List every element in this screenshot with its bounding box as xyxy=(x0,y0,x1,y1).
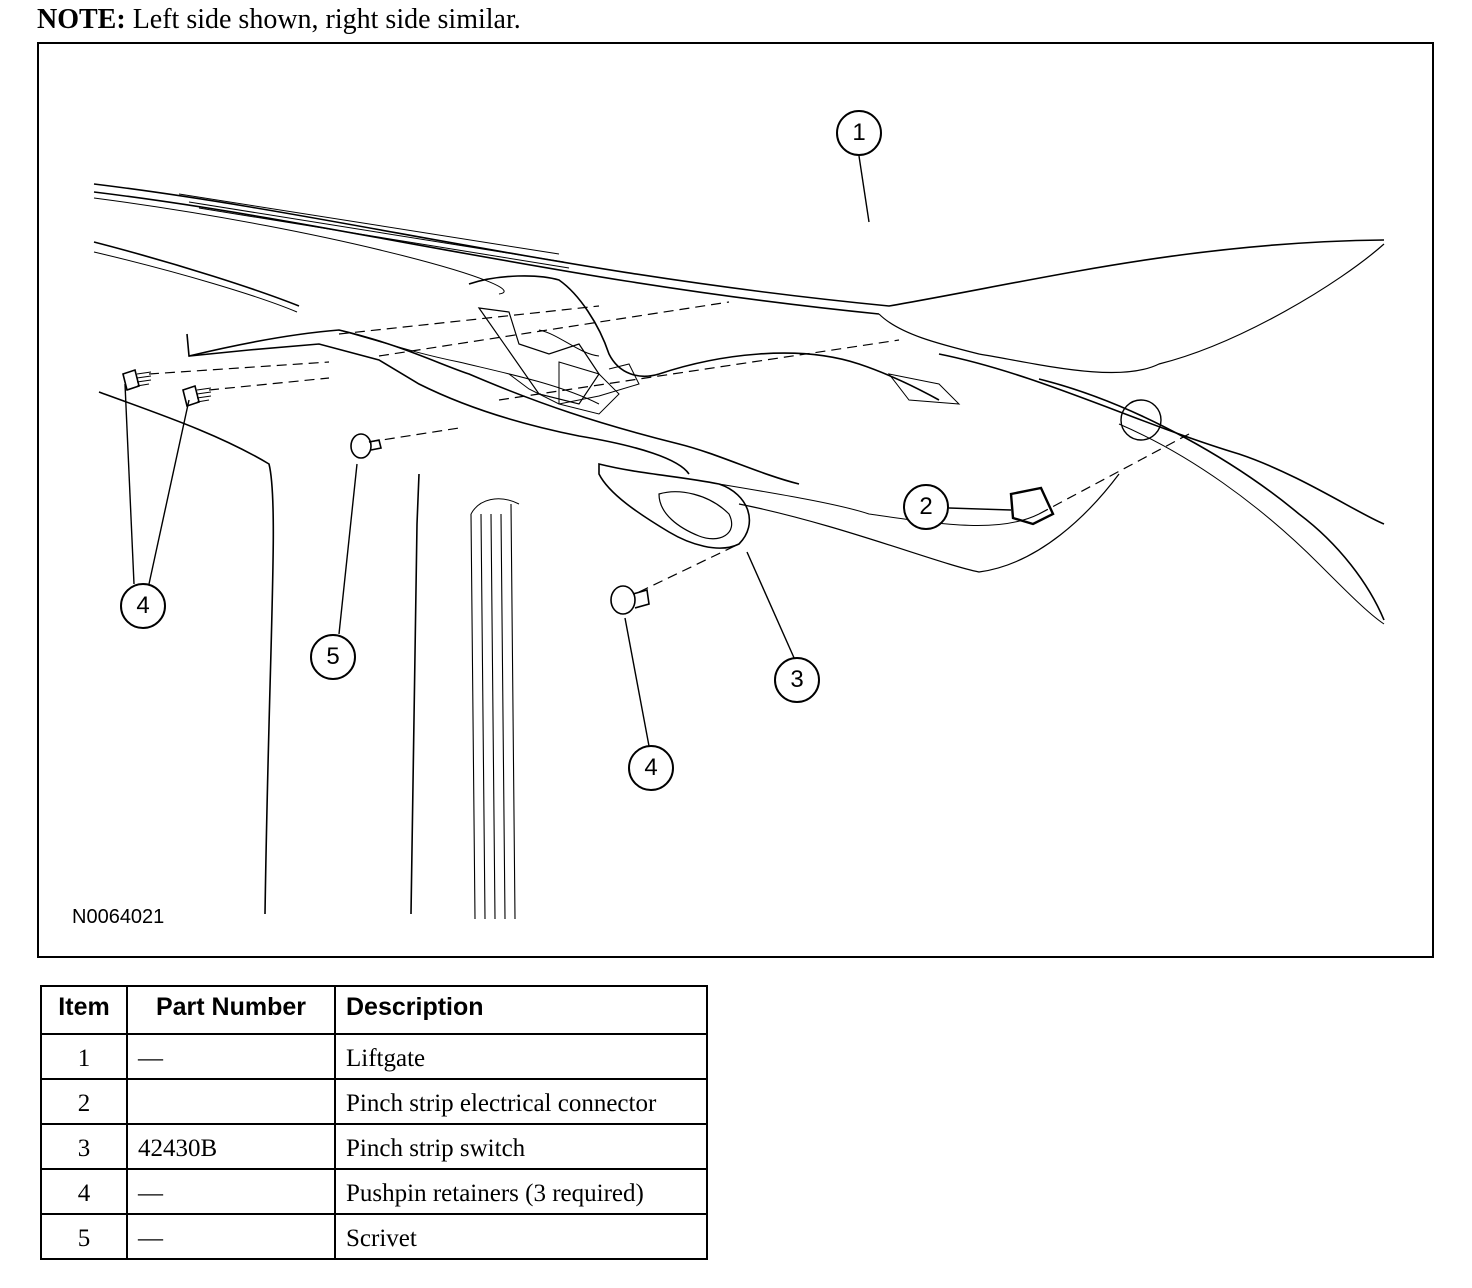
callout-4-lower: 4 xyxy=(628,745,674,791)
header-description: Description xyxy=(334,985,708,1035)
callout-5: 5 xyxy=(310,634,356,680)
cell-item: 2 xyxy=(40,1078,128,1125)
cell-part-number: 42430B xyxy=(126,1123,336,1170)
pinch-strip-switch xyxy=(598,462,751,549)
cell-description: Pinch strip electrical connector xyxy=(334,1078,708,1125)
parts-table: Item Part Number Description 1 — Liftgat… xyxy=(40,985,708,1260)
table-row: 1 — Liftgate xyxy=(40,1033,708,1080)
cell-description: Liftgate xyxy=(334,1033,708,1080)
pillar-outline xyxy=(98,391,275,915)
cell-item: 5 xyxy=(40,1213,128,1260)
table-header-row: Item Part Number Description xyxy=(40,985,708,1035)
cell-description: Pinch strip switch xyxy=(334,1123,708,1170)
note-line: NOTE: Left side shown, right side simila… xyxy=(37,4,521,36)
callout-4-left: 4 xyxy=(120,583,166,629)
connector-hole xyxy=(1120,399,1162,441)
figure-id: N0064021 xyxy=(72,906,165,928)
note-label: NOTE: xyxy=(37,4,126,35)
cell-part-number: — xyxy=(126,1168,336,1215)
callout-3: 3 xyxy=(774,657,820,703)
header-trim xyxy=(93,241,300,307)
header-part-number: Part Number xyxy=(126,985,336,1035)
cell-item: 3 xyxy=(40,1123,128,1170)
callout-1: 1 xyxy=(836,110,882,156)
pushpin-retainer-a xyxy=(122,368,152,392)
liftgate-outline xyxy=(93,183,1385,307)
exploded-diagram: 1 2 3 4 4 5 N0064021 xyxy=(37,42,1434,958)
cell-description: Scrivet xyxy=(334,1213,708,1260)
pinch-strip-connector xyxy=(1009,486,1055,526)
cell-part-number: — xyxy=(126,1033,336,1080)
table-row: 3 42430B Pinch strip switch xyxy=(40,1123,708,1170)
cell-description: Pushpin retainers (3 required) xyxy=(334,1168,708,1215)
header-item: Item xyxy=(40,985,128,1035)
cell-part-number xyxy=(126,1078,336,1125)
cell-item: 4 xyxy=(40,1168,128,1215)
pushpin-retainer-b xyxy=(182,384,212,408)
cell-item: 1 xyxy=(40,1033,128,1080)
note-text: Left side shown, right side similar. xyxy=(132,4,521,35)
pillar-seal xyxy=(470,503,516,920)
body-side xyxy=(738,473,1120,573)
pushpin-retainer-c xyxy=(610,585,650,615)
diagram-artwork xyxy=(93,155,1385,920)
callout-2: 2 xyxy=(903,484,949,530)
scrivet-fastener xyxy=(350,433,382,459)
table-row: 4 — Pushpin retainers (3 required) xyxy=(40,1168,708,1215)
cell-part-number: — xyxy=(126,1213,336,1260)
table-row: 2 Pinch strip electrical connector xyxy=(40,1078,708,1125)
table-row: 5 — Scrivet xyxy=(40,1213,708,1260)
